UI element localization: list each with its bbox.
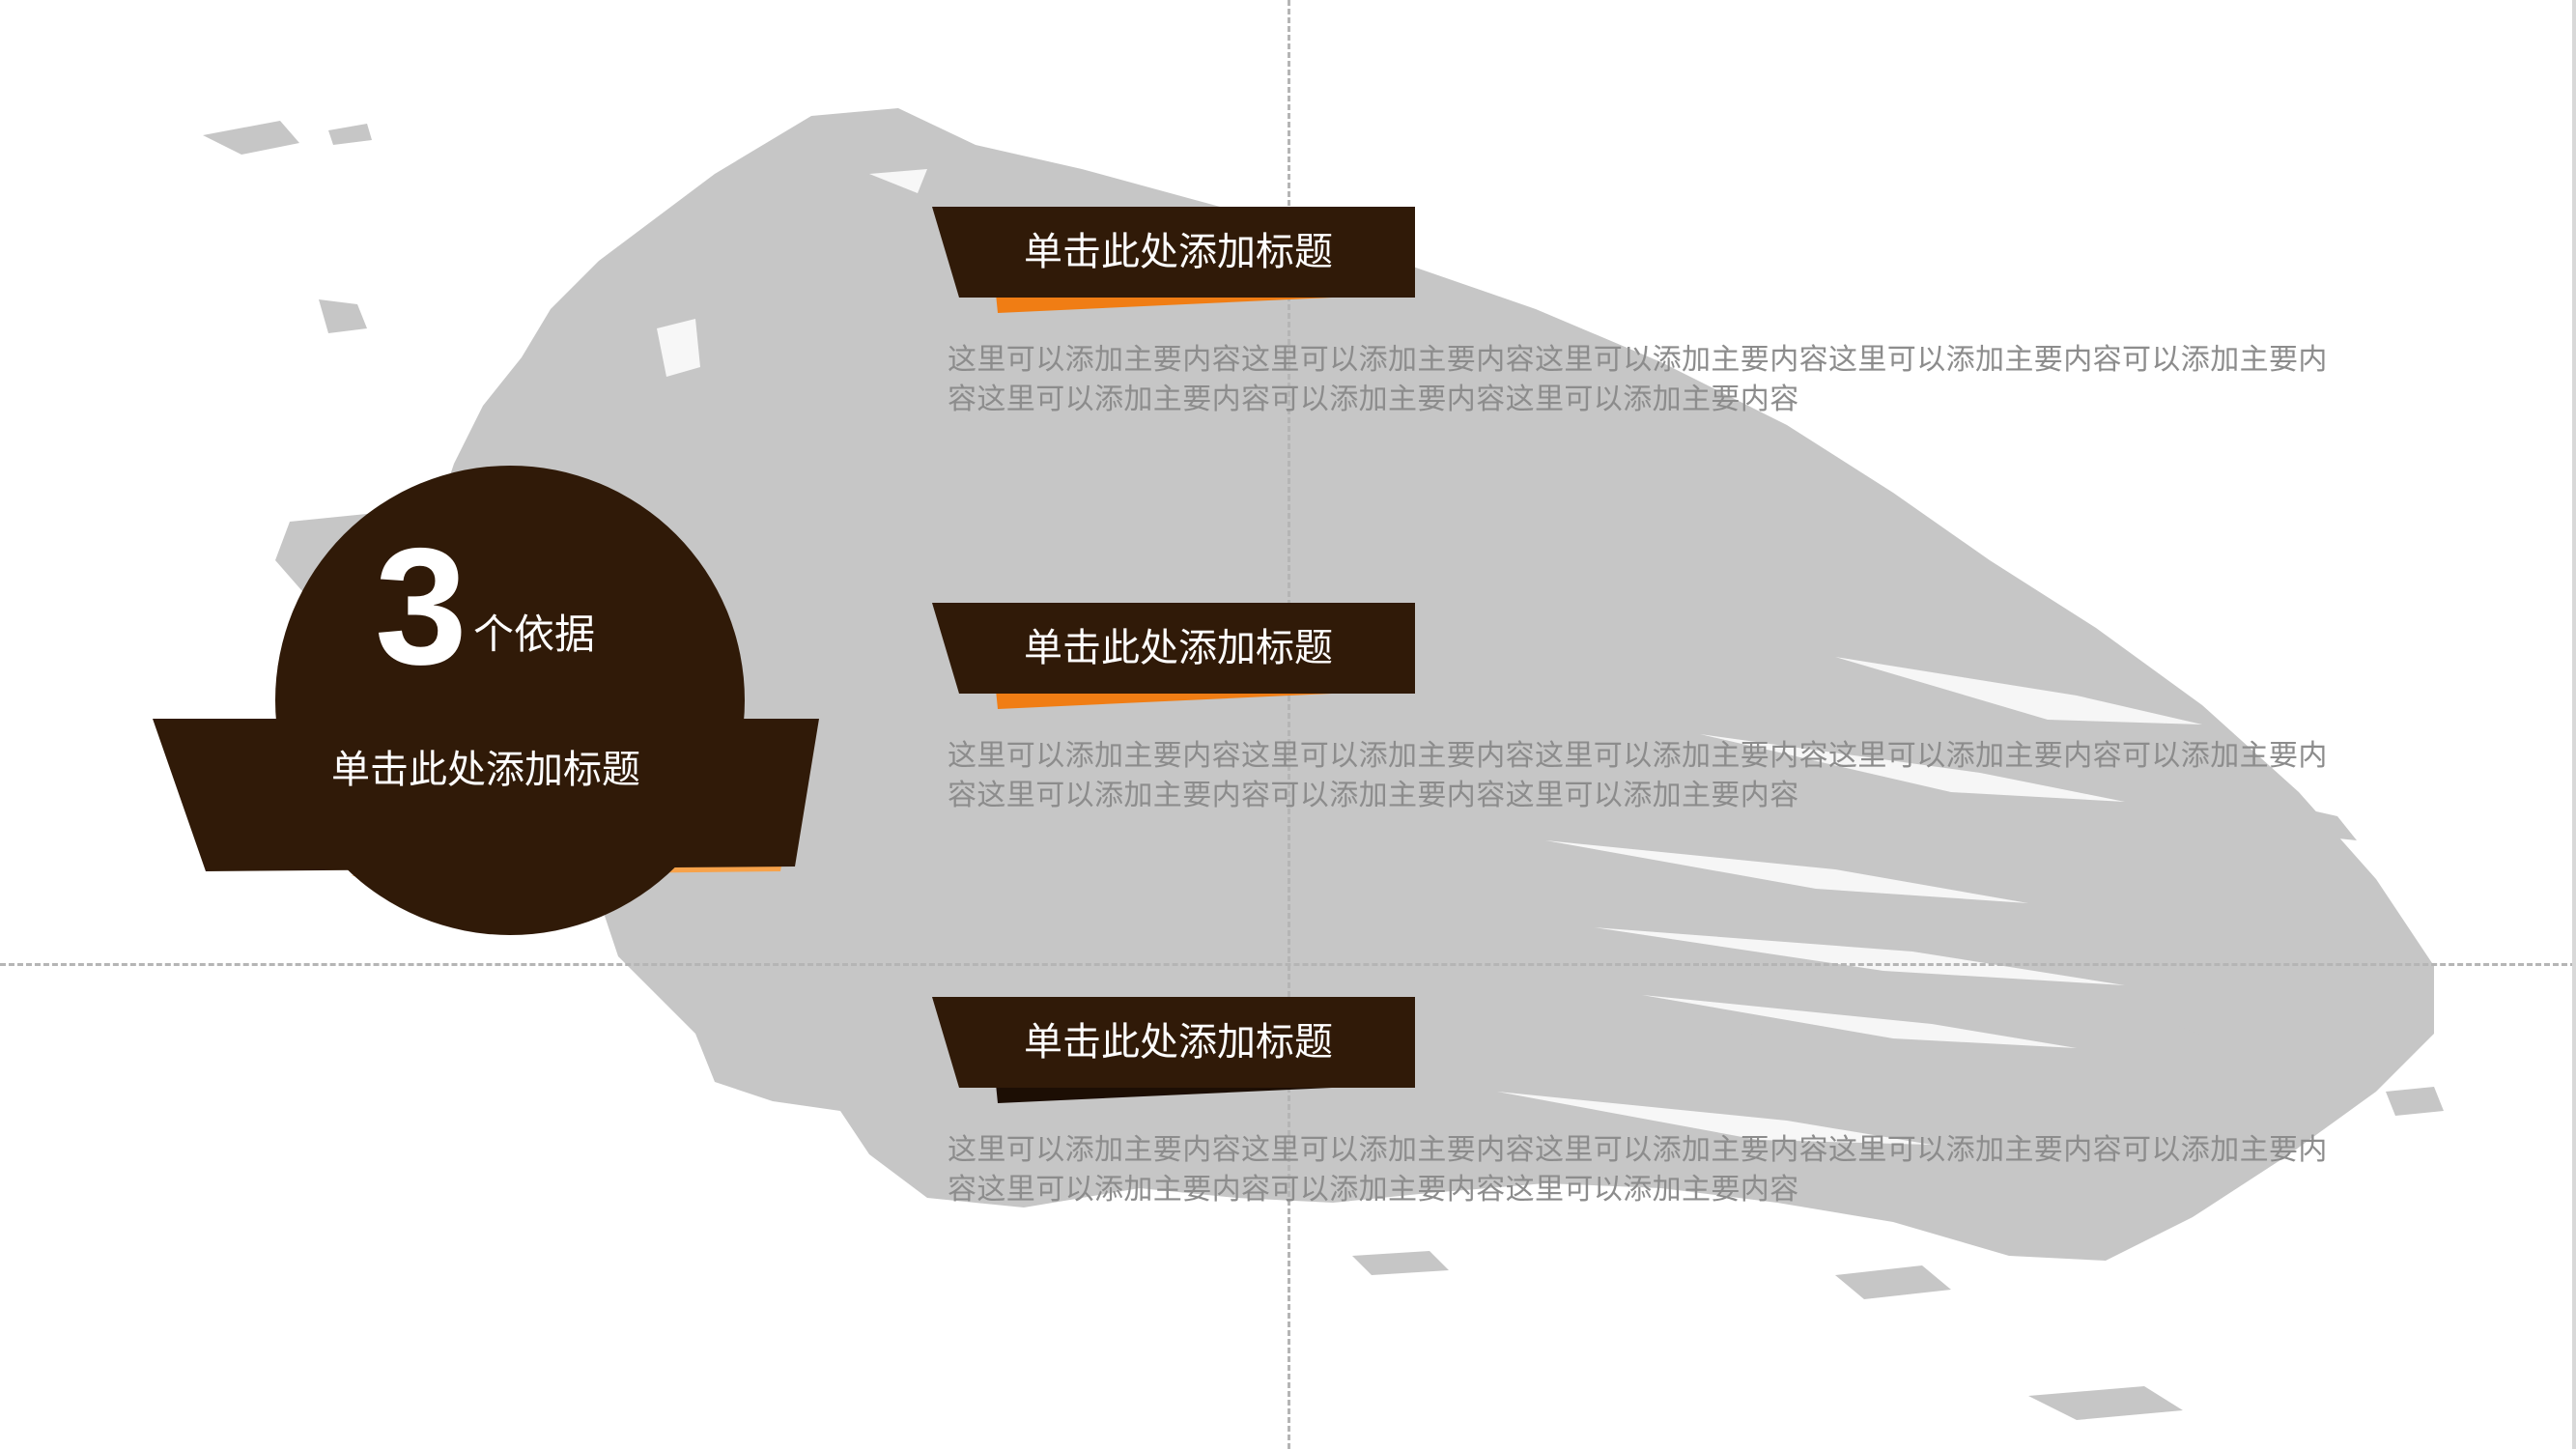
badge-shape bbox=[153, 466, 819, 935]
item-body-text[interactable]: 这里可以添加主要内容这里可以添加主要内容这里可以添加主要内容这里可以添加主要内容… bbox=[948, 343, 2328, 416]
reason-item-3: 单击此处添加标题 这里可以添加主要内容这里可以添加主要内容这里可以添加主要内容这… bbox=[932, 997, 2342, 1229]
item-title[interactable]: 单击此处添加标题 bbox=[1024, 230, 1333, 274]
item-body-text[interactable]: 这里可以添加主要内容这里可以添加主要内容这里可以添加主要内容这里可以添加主要内容… bbox=[948, 1133, 2328, 1207]
reasons-badge: 3 个依据 单击此处添加标题 bbox=[153, 466, 819, 939]
reason-item-1: 单击此处添加标题 这里可以添加主要内容这里可以添加主要内容这里可以添加主要内容这… bbox=[932, 207, 2342, 439]
item-body-text[interactable]: 这里可以添加主要内容这里可以添加主要内容这里可以添加主要内容这里可以添加主要内容… bbox=[948, 739, 2328, 812]
item-title[interactable]: 单击此处添加标题 bbox=[1024, 626, 1333, 670]
badge-title[interactable]: 单击此处添加标题 bbox=[331, 748, 640, 792]
item-ribbon: 单击此处添加标题 bbox=[932, 997, 1415, 1105]
horizontal-guide-line bbox=[0, 963, 2576, 966]
right-edge-strip bbox=[2572, 0, 2576, 1449]
reasons-unit-label: 个依据 bbox=[473, 611, 596, 658]
item-ribbon: 单击此处添加标题 bbox=[932, 603, 1415, 711]
vertical-guide-line bbox=[1288, 0, 1290, 1449]
reason-item-2: 单击此处添加标题 这里可以添加主要内容这里可以添加主要内容这里可以添加主要内容这… bbox=[932, 603, 2342, 835]
item-ribbon: 单击此处添加标题 bbox=[932, 207, 1415, 315]
item-title[interactable]: 单击此处添加标题 bbox=[1024, 1020, 1333, 1065]
reasons-count: 3 bbox=[375, 514, 467, 699]
